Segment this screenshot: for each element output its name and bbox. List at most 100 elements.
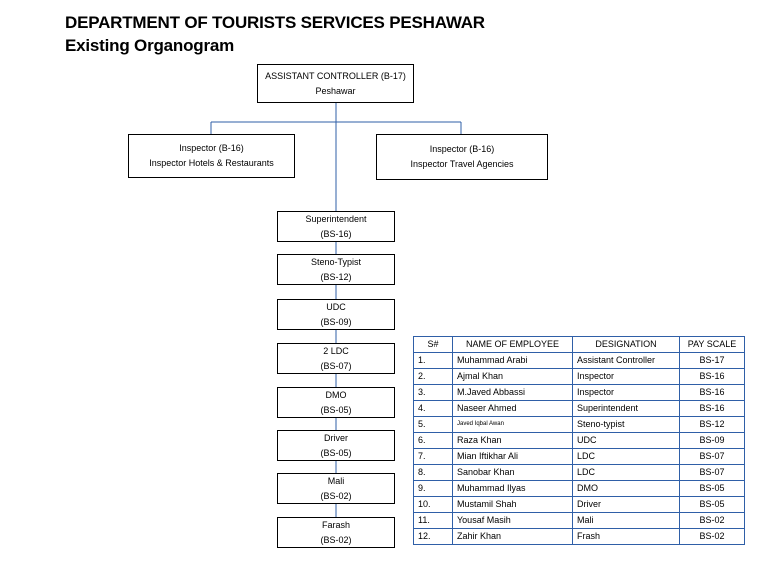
cell-designation: Assistant Controller [572,352,680,369]
table-row: 7. Mian Iftikhar Ali LDC BS-07 [413,448,745,465]
dmo-box: DMO (BS-05) [277,387,395,418]
steno-typist-box: Steno-Typist (BS-12) [277,254,395,285]
cell-sn: 12. [413,528,453,545]
column-header-pay-scale: PAY SCALE [679,336,745,353]
cell-designation: DMO [572,480,680,497]
cell-name: M.Javed Abbassi [452,384,573,401]
position-scale: (BS-05) [320,404,352,415]
cell-name: Muhammad Ilyas [452,480,573,497]
cell-name: Ajmal Khan [452,368,573,385]
table-row: 1. Muhammad Arabi Assistant Controller B… [413,352,745,369]
cell-designation: Mali [572,512,680,529]
cell-designation: UDC [572,432,680,449]
cell-name: Naseer Ahmed [452,400,573,417]
table-row: 4. Naseer Ahmed Superintendent BS-16 [413,400,745,417]
table-row: 3. M.Javed Abbassi Inspector BS-16 [413,384,745,401]
position-title: Farash [321,519,350,530]
cell-sn: 4. [413,400,453,417]
cell-pay-scale: BS-02 [679,512,745,529]
position-scale: (BS-07) [320,360,352,371]
cell-sn: 2. [413,368,453,385]
cell-sn: 10. [413,496,453,513]
assistant-controller-location: Peshawar [315,85,356,96]
column-header-designation: DESIGNATION [572,336,680,353]
cell-pay-scale: BS-16 [679,384,745,401]
cell-sn: 6. [413,432,453,449]
page-title: DEPARTMENT OF TOURISTS SERVICES PESHAWAR [65,13,485,32]
cell-designation: LDC [572,464,680,481]
cell-designation: LDC [572,448,680,465]
cell-designation: Inspector [572,368,680,385]
udc-box: UDC (BS-09) [277,299,395,330]
assistant-controller-box: ASSISTANT CONTROLLER (B-17) Peshawar [257,64,414,103]
cell-pay-scale: BS-02 [679,528,745,545]
cell-sn: 9. [413,480,453,497]
cell-name: Muhammad Arabi [452,352,573,369]
cell-pay-scale: BS-07 [679,464,745,481]
cell-pay-scale: BS-07 [679,448,745,465]
table-header-row: S# NAME OF EMPLOYEE DESIGNATION PAY SCAL… [413,336,745,353]
superintendent-box: Superintendent (BS-16) [277,211,395,242]
mali-box: Mali (BS-02) [277,473,395,504]
table-row: 8. Sanobar Khan LDC BS-07 [413,464,745,481]
position-title: Mali [327,475,345,486]
cell-designation: Steno-typist [572,416,680,433]
position-scale: (BS-05) [320,447,352,458]
staff-table: S# NAME OF EMPLOYEE DESIGNATION PAY SCAL… [413,336,745,545]
position-scale: (BS-12) [320,271,352,282]
position-scale: (BS-09) [320,316,352,327]
inspector-travel-box: Inspector (B-16) Inspector Travel Agenci… [376,134,548,180]
cell-name: Sanobar Khan [452,464,573,481]
position-title: 2 LDC [323,345,349,356]
cell-sn: 7. [413,448,453,465]
cell-designation: Superintendent [572,400,680,417]
farash-box: Farash (BS-02) [277,517,395,548]
cell-name: Zahir Khan [452,528,573,545]
position-scale: (BS-02) [320,490,352,501]
column-header-sn: S# [413,336,453,353]
table-row: 9. Muhammad Ilyas DMO BS-05 [413,480,745,497]
cell-pay-scale: BS-12 [679,416,745,433]
cell-pay-scale: BS-05 [679,496,745,513]
ldc-box: 2 LDC (BS-07) [277,343,395,374]
cell-sn: 8. [413,464,453,481]
assistant-controller-title: ASSISTANT CONTROLLER (B-17) [265,70,406,81]
position-title: Superintendent [305,213,367,224]
table-row: 11. Yousaf Masih Mali BS-02 [413,512,745,529]
column-header-name: NAME OF EMPLOYEE [452,336,573,353]
cell-sn: 3. [413,384,453,401]
inspector-hotels-title: Inspector (B-16) [179,143,244,153]
position-title: UDC [326,301,346,312]
cell-name: Mustamil Shah [452,496,573,513]
table-row: 2. Ajmal Khan Inspector BS-16 [413,368,745,385]
inspector-travel-title: Inspector (B-16) [429,144,495,154]
cell-sn: 11. [413,512,453,529]
position-scale: (BS-16) [320,228,352,239]
cell-pay-scale: BS-16 [679,368,745,385]
cell-designation: Inspector [572,384,680,401]
cell-designation: Frash [572,528,680,545]
cell-name: Yousaf Masih [452,512,573,529]
cell-pay-scale: BS-09 [679,432,745,449]
position-title: Driver [324,432,348,443]
cell-sn: 1. [413,352,453,369]
driver-box: Driver (BS-05) [277,430,395,461]
position-scale: (BS-02) [320,534,352,545]
inspector-hotels-box: Inspector (B-16) Inspector Hotels & Rest… [128,134,295,178]
cell-sn: 5. [413,416,453,433]
cell-name: Javed Iqbal Awan [452,416,573,433]
table-row: 5. Javed Iqbal Awan Steno-typist BS-12 [413,416,745,433]
inspector-travel-role: Inspector Travel Agencies [410,159,514,169]
table-row: 12. Zahir Khan Frash BS-02 [413,528,745,545]
cell-pay-scale: BS-17 [679,352,745,369]
cell-designation: Driver [572,496,680,513]
cell-name: Raza Khan [452,432,573,449]
inspector-hotels-role: Inspector Hotels & Restaurants [149,158,274,168]
cell-pay-scale: BS-16 [679,400,745,417]
position-title: Steno-Typist [310,256,362,267]
page-subtitle: Existing Organogram [65,36,235,55]
table-row: 10. Mustamil Shah Driver BS-05 [413,496,745,513]
position-title: DMO [325,389,347,400]
table-row: 6. Raza Khan UDC BS-09 [413,432,745,449]
